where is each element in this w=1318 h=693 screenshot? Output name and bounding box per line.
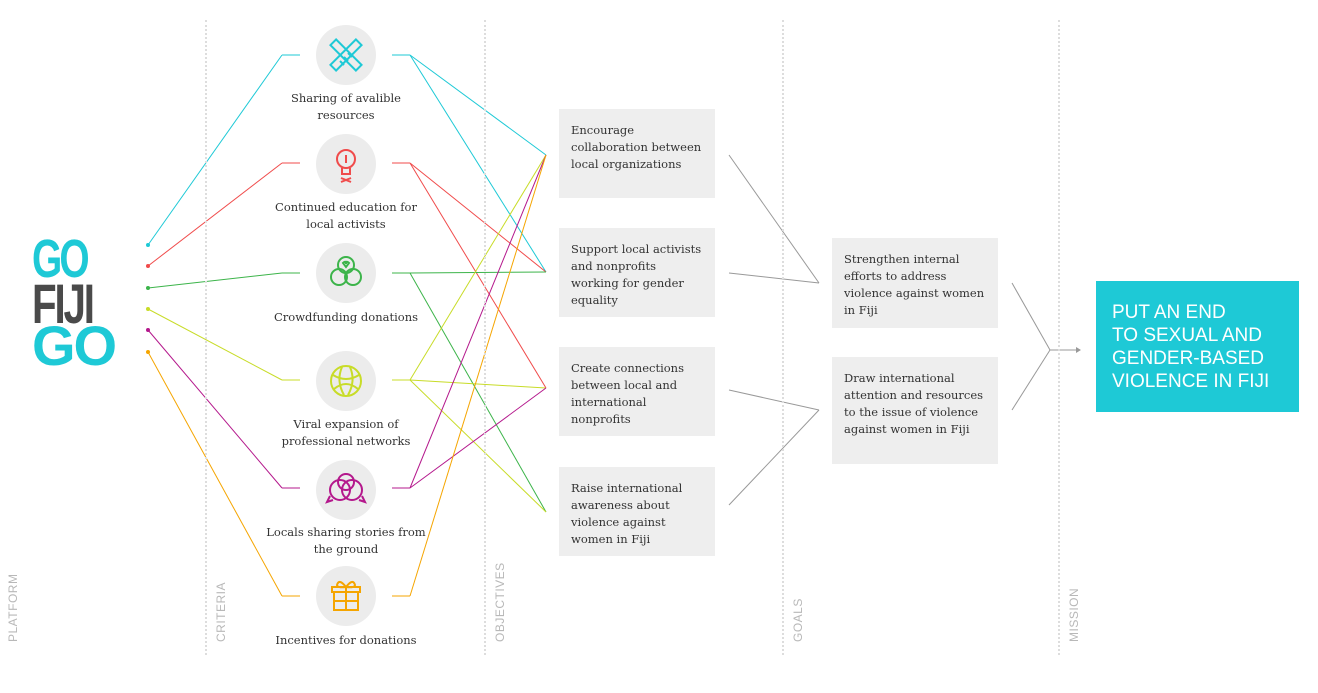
- mission-arrowhead: [1076, 347, 1081, 353]
- criteria-link-c2-o3: [409, 162, 547, 389]
- criteria-link-c3-o2: [409, 271, 547, 274]
- goal-link-g1-mission: [1011, 282, 1051, 351]
- criteria-link-c5-o1: [409, 154, 547, 489]
- criteria-label-resources: Sharing of avalible resources: [291, 91, 401, 122]
- criteria-link-c4-o3: [409, 379, 547, 389]
- objective-text: Create connections between local and int…: [571, 361, 684, 426]
- goal-box-international-attention: Draw international attention and resourc…: [832, 357, 998, 464]
- criteria-node-education: [316, 134, 376, 194]
- mission-line-4: VIOLENCE IN FIJI: [1112, 371, 1270, 392]
- divider-objectives: [484, 20, 486, 655]
- criteria-node-incentives: [316, 566, 376, 626]
- criteria-node-crowdfunding: [316, 243, 376, 303]
- objective-text: Support local activists and nonprofits w…: [571, 242, 702, 307]
- criteria-link-c4-o1: [409, 154, 547, 381]
- goal-text: Strengthen internal efforts to address v…: [844, 252, 985, 317]
- pencil-ruler-icon: [329, 38, 363, 72]
- mission-line-2: TO SEXUAL AND: [1112, 325, 1262, 346]
- divider-goals: [782, 20, 784, 655]
- goal-box-internal-efforts: Strengthen internal efforts to address v…: [832, 238, 998, 328]
- platform-link-c1: [147, 54, 283, 246]
- objective-box-connections: Create connections between local and int…: [559, 347, 715, 436]
- criteria-link-c2-o2: [409, 162, 547, 273]
- logo-line-go-top: GO: [32, 229, 90, 289]
- criteria-label-crowdfunding: Crowdfunding donations: [273, 310, 419, 324]
- objective-box-collaboration: Encourage collaboration between local or…: [559, 109, 715, 198]
- criteria-link-c3-o4: [409, 272, 547, 513]
- logo-line-go-bottom: GO: [32, 314, 117, 377]
- mission-box: PUT AN END TO SEXUAL AND GENDER-BASED VI…: [1096, 281, 1299, 412]
- platform-link-c5: [147, 329, 283, 489]
- column-label-goals: GOALS: [791, 598, 805, 642]
- criteria-link-c5-o3: [409, 387, 547, 489]
- criteria-label-networks: Viral expansion of professional networks: [281, 417, 411, 448]
- speech-bubbles-icon: [325, 473, 367, 504]
- column-label-objectives: OBJECTIVES: [493, 562, 507, 642]
- objective-text: Raise international awareness about viol…: [571, 481, 683, 546]
- column-label-mission: MISSION: [1067, 587, 1081, 642]
- goal-text: Draw international attention and resourc…: [844, 371, 984, 436]
- goal-link-g2-mission: [1011, 349, 1051, 411]
- globe-icon: [330, 365, 362, 397]
- criteria-label-education: Continued education for local activists: [275, 200, 417, 231]
- criteria-link-c4-o4: [409, 379, 547, 513]
- objective-box-support-activists: Support local activists and nonprofits w…: [559, 228, 715, 317]
- objective-link-o4-g2: [728, 409, 820, 506]
- criteria-node-networks: [316, 351, 376, 411]
- objective-link-o1-g1: [728, 154, 820, 284]
- divider-mission: [1058, 20, 1060, 655]
- objective-box-awareness: Raise international awareness about viol…: [559, 467, 715, 556]
- hearts-icon: [330, 256, 362, 286]
- criteria-node-resources: [316, 25, 376, 85]
- divider-criteria: [205, 20, 207, 655]
- column-label-platform: PLATFORM: [6, 573, 20, 642]
- criteria-node-stories: [316, 460, 376, 520]
- objective-text: Encourage collaboration between local or…: [571, 123, 702, 171]
- platform-link-c3: [147, 272, 283, 289]
- objective-link-o2-g1: [728, 272, 820, 284]
- objective-link-o3-g2: [728, 389, 820, 411]
- mission-line-3: GENDER-BASED: [1112, 348, 1265, 369]
- criteria-link-c6-o1: [409, 154, 547, 597]
- platform-link-c2: [147, 162, 283, 267]
- platform-link-c4: [147, 308, 283, 381]
- column-label-criteria: CRITERIA: [214, 581, 228, 642]
- criteria-link-c1-o1: [409, 54, 547, 156]
- mission-line-1: PUT AN END: [1112, 302, 1226, 323]
- criteria-label-incentives: Incentives for donations: [275, 633, 417, 647]
- criteria-link-c1-o2: [409, 54, 547, 273]
- criteria-label-stories: Locals sharing stories from the ground: [266, 525, 426, 556]
- lightbulb-icon: [336, 149, 356, 183]
- logo-line-fiji: FIJI: [32, 272, 95, 335]
- platform-link-c6: [147, 351, 283, 597]
- gift-icon: [331, 581, 361, 611]
